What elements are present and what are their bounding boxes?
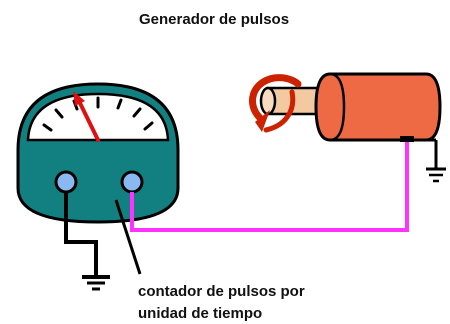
ground-icon <box>64 192 110 291</box>
generator-body <box>314 72 442 142</box>
signal-wire <box>130 142 409 232</box>
counter-label-line2: unidad de tiempo <box>138 305 262 322</box>
counter-label-line1: contador de pulsos por <box>138 283 305 300</box>
left-terminal <box>54 170 78 194</box>
analog-meter-icon <box>16 82 180 224</box>
right-terminal <box>120 170 144 194</box>
rotation-arrow-icon <box>249 74 302 133</box>
generator-label: Generador de pulsos <box>139 11 289 28</box>
meter-needle <box>73 91 100 142</box>
dial-ticks <box>42 96 154 132</box>
counter-pointer-line <box>114 199 142 275</box>
generator-ground-icon <box>422 138 446 183</box>
meter-dial-face <box>26 92 170 142</box>
pulse-generator-icon <box>249 72 442 142</box>
